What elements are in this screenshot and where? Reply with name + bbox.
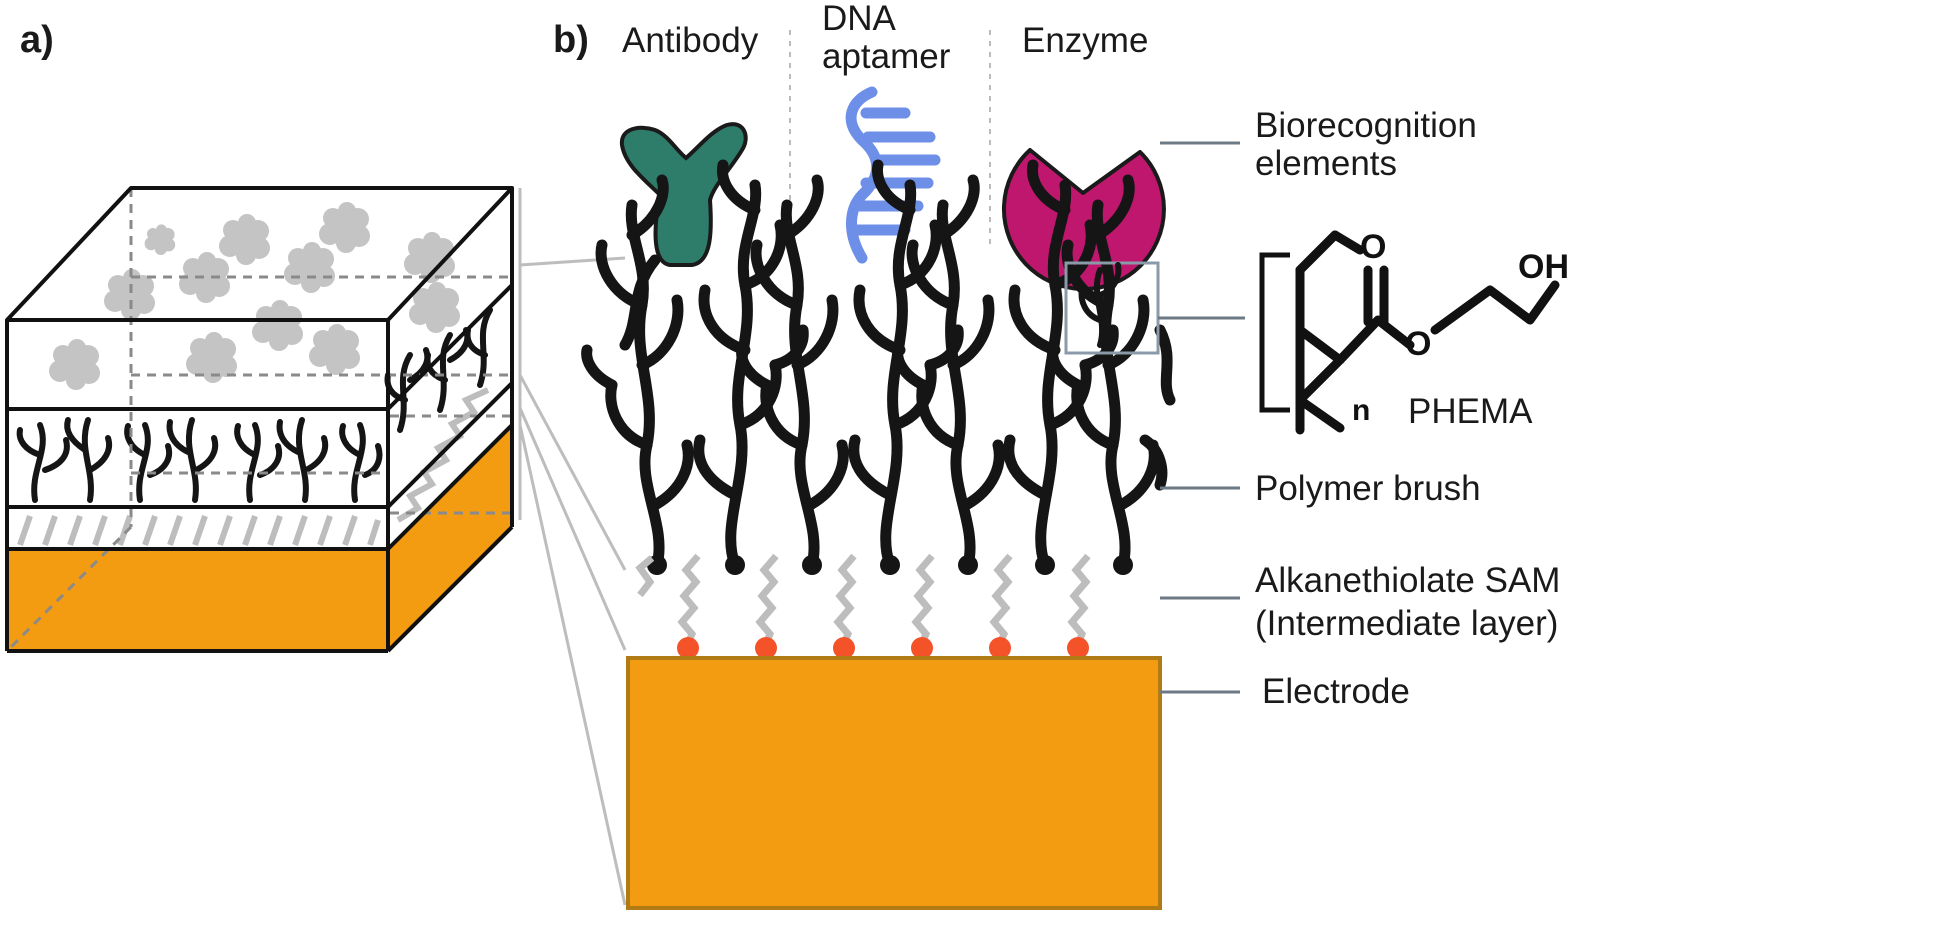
layered-block bbox=[5, 186, 514, 653]
block-outline bbox=[5, 186, 514, 653]
thiol-anchor-dots bbox=[677, 637, 1089, 659]
electrode-bar bbox=[626, 656, 1162, 910]
antibody-label: Antibody bbox=[622, 21, 759, 60]
brush-anchor-dots bbox=[647, 555, 1133, 575]
block-electrode-front bbox=[7, 549, 388, 651]
atom-o-carbonyl: O bbox=[1360, 228, 1386, 266]
repeat-unit-n: n bbox=[1352, 394, 1370, 427]
dna-label-line2: aptamer bbox=[822, 37, 951, 76]
sam-label-line2: (Intermediate layer) bbox=[1255, 604, 1558, 643]
leader-lines bbox=[1158, 141, 1245, 694]
block-polymer-layer bbox=[16, 307, 493, 503]
phema-label: PHEMA bbox=[1408, 392, 1533, 431]
biorecognition-label-line2: elements bbox=[1255, 144, 1397, 183]
enzyme-label: Enzyme bbox=[1022, 21, 1148, 60]
block-electrode-side bbox=[388, 425, 512, 651]
antibody-icon bbox=[619, 122, 748, 267]
dna-aptamer-icon bbox=[845, 86, 941, 264]
zoom-connectors bbox=[518, 256, 627, 906]
electrode-label: Electrode bbox=[1262, 672, 1410, 711]
zoom-box bbox=[1064, 261, 1160, 355]
panel-b-label: b) bbox=[553, 19, 589, 61]
biorecognition-label-line1: Biorecognition bbox=[1255, 106, 1477, 145]
dna-label-line1: DNA bbox=[822, 0, 897, 38]
sam-label-line1: Alkanethiolate SAM bbox=[1255, 561, 1560, 600]
polymer-brush-label: Polymer brush bbox=[1255, 469, 1481, 508]
polymer-brush bbox=[587, 165, 1176, 565]
panel-a-label: a) bbox=[20, 19, 54, 61]
sam-chains bbox=[635, 556, 1088, 648]
atom-o-ester: O bbox=[1405, 325, 1431, 363]
phema-structure: O O OH n PHEMA bbox=[1259, 228, 1569, 435]
block-protein-layer bbox=[49, 202, 460, 390]
atom-oh: OH bbox=[1518, 248, 1569, 286]
